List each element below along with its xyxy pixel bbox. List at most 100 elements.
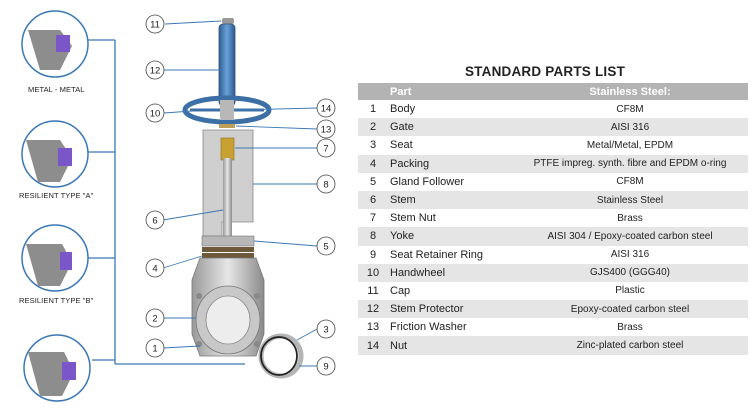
part-number: 7 (358, 209, 388, 228)
part-material: AISI 304 / Epoxy-coated carbon steel (512, 227, 748, 246)
callout-13: 13 (316, 119, 336, 139)
header-part: Part (388, 83, 512, 100)
part-number: 6 (358, 190, 388, 210)
callout-5: 5 (316, 236, 336, 256)
part-material: AISI 316 (512, 245, 748, 264)
callout-leaders (162, 20, 318, 367)
callout-3: 3 (316, 319, 336, 339)
valve-exploded-diagram: 11 12 10 14 13 7 8 6 5 4 3 2 1 9 (21, 10, 336, 402)
part-number: 9 (358, 245, 388, 264)
part-number: 3 (358, 136, 388, 155)
svg-text:8: 8 (323, 180, 328, 191)
parts-list-title: STANDARD PARTS LIST (464, 64, 626, 79)
seat-detail-4 (23, 334, 91, 402)
svg-text:2: 2 (152, 314, 157, 325)
svg-text:4: 4 (152, 264, 157, 275)
callout-4: 4 (145, 258, 165, 278)
part-name: Yoke (388, 227, 512, 246)
callout-12: 12 (145, 60, 165, 80)
seat-detail-resilient-b (21, 224, 89, 292)
part-name: Nut (388, 336, 512, 355)
callout-2: 2 (145, 308, 165, 328)
part-number: 2 (358, 118, 388, 137)
callout-7: 7 (316, 138, 336, 158)
part-material: CF8M (512, 172, 748, 191)
part-name: Handwheel (388, 263, 512, 282)
callout-6: 6 (145, 210, 165, 230)
part-material: Plastic (512, 281, 748, 301)
header-material: Stainless Steel: (512, 83, 748, 100)
valve-assembly (182, 18, 304, 379)
part-material: GJS400 (GGG40) (512, 263, 748, 282)
svg-text:6: 6 (152, 216, 157, 227)
seat-caption-resilient-a: RESILIENT TYPE "A" (19, 191, 94, 200)
seat-detail-resilient-a (21, 120, 89, 188)
part-material: CF8M (512, 100, 748, 119)
callout-11: 11 (145, 14, 165, 34)
callout-8: 8 (316, 174, 336, 194)
part-number: 14 (358, 336, 388, 355)
svg-text:7: 7 (323, 144, 328, 155)
part-number: 10 (358, 263, 388, 282)
part-material: Metal/Metal, EPDM (512, 136, 748, 155)
svg-text:1: 1 (152, 344, 157, 355)
callouts: 11 12 10 14 13 7 8 6 5 4 3 2 1 9 (145, 14, 336, 376)
callout-9: 9 (316, 356, 336, 376)
part-material: Brass (512, 318, 748, 337)
part-material: PTFE impreg. synth. fibre and EPDM o-rin… (512, 154, 748, 173)
part-number: 11 (358, 281, 388, 301)
svg-text:5: 5 (323, 242, 328, 253)
parts-table-header: Part Stainless Steel: (358, 83, 748, 100)
part-name: Cap (388, 281, 512, 301)
svg-text:12: 12 (150, 66, 161, 77)
svg-text:3: 3 (323, 325, 328, 336)
part-name: Friction Washer (388, 318, 512, 337)
callout-10: 10 (145, 103, 165, 123)
part-name: Body (388, 100, 512, 119)
svg-text:10: 10 (150, 109, 161, 120)
part-name: Seat (388, 136, 512, 155)
part-material: Epoxy-coated carbon steel (512, 300, 748, 319)
part-material: AISI 316 (512, 118, 748, 137)
part-material: Brass (512, 209, 748, 228)
part-name: Gland Follower (388, 172, 512, 191)
svg-text:14: 14 (321, 104, 332, 115)
part-number: 12 (358, 300, 388, 319)
svg-text:11: 11 (150, 20, 160, 31)
part-name: Stem Protector (388, 300, 512, 319)
seat-caption-resilient-b: RESILIENT TYPE "B" (19, 296, 94, 305)
parts-list: STANDARD PARTS LIST Part Stainless Steel… (358, 64, 748, 355)
callout-14: 14 (316, 98, 336, 118)
part-name: Stem (388, 190, 512, 210)
header-num (358, 83, 388, 100)
callout-1: 1 (145, 338, 165, 358)
part-number: 4 (358, 154, 388, 173)
svg-text:9: 9 (323, 362, 328, 373)
part-name: Stem Nut (388, 209, 512, 228)
part-number: 13 (358, 318, 388, 337)
part-number: 8 (358, 227, 388, 246)
seat-caption-metal-metal: METAL - METAL (28, 85, 85, 94)
part-material: Stainless Steel (512, 190, 748, 210)
part-number: 5 (358, 172, 388, 191)
part-material: Zinc-plated carbon steel (512, 336, 748, 355)
part-number: 1 (358, 100, 388, 119)
part-name: Packing (388, 154, 512, 173)
part-name: Gate (388, 118, 512, 137)
